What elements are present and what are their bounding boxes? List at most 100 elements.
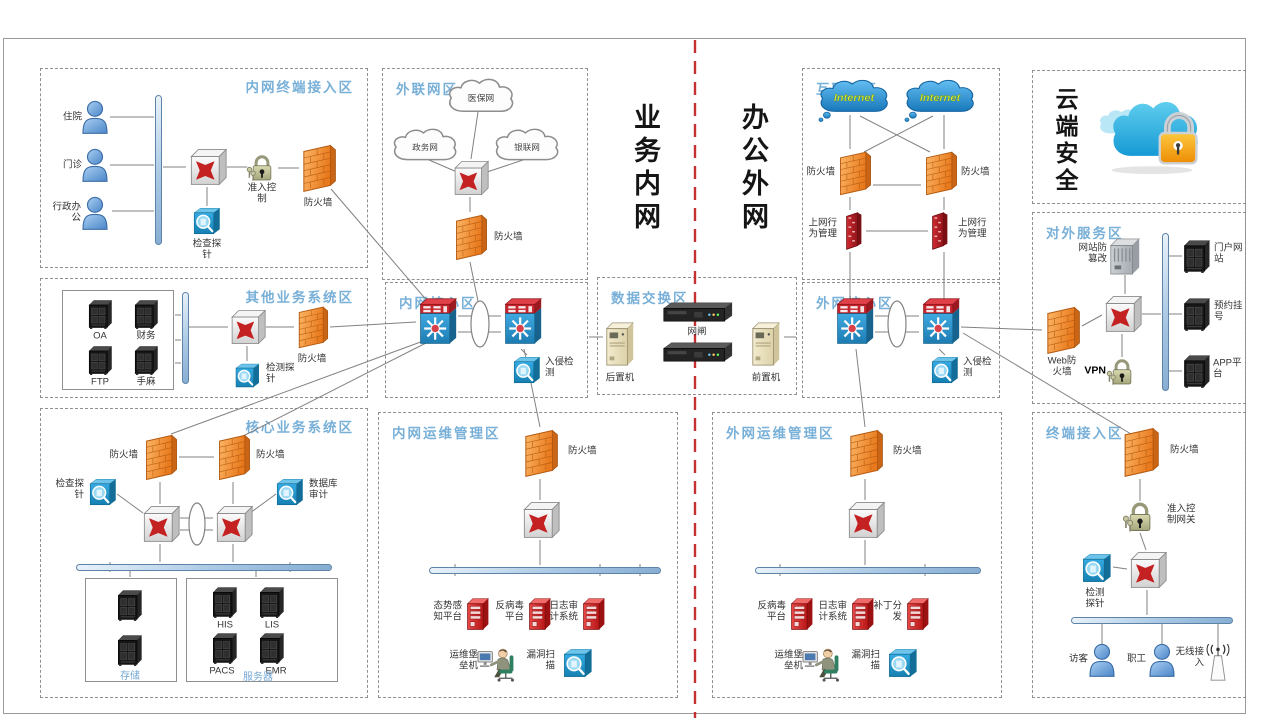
internet-cloud-1-icon: Internet bbox=[815, 78, 893, 122]
z11-bastion-host-label: 运维堡垒机 bbox=[449, 649, 478, 672]
z6-firewall-label: 防火墙 bbox=[297, 353, 327, 365]
vpn-lock-icon bbox=[1105, 357, 1139, 387]
z1-nac-lock-label: 准入控制 bbox=[247, 182, 277, 205]
network-gap-device-1-label: 网闸 bbox=[687, 326, 707, 338]
z12-antivirus-platform-label: 反病毒平台 bbox=[757, 600, 786, 623]
staff-user-label: 职工 bbox=[1126, 653, 1146, 665]
ftp-server-icon bbox=[87, 345, 114, 375]
z7-ids-probe-icon bbox=[512, 355, 542, 385]
z11-firewall-label: 防火墙 bbox=[568, 445, 597, 457]
z3-firewall-1-label: 防火墙 bbox=[806, 166, 835, 178]
z3-firewall-1-icon bbox=[835, 149, 873, 197]
zone-title-external-service-zone: 对外服务区 bbox=[1046, 226, 1124, 241]
lis-server-label: LIS bbox=[264, 619, 280, 631]
z3-firewall-2-icon bbox=[921, 149, 959, 197]
z13-firewall-icon bbox=[1119, 425, 1161, 479]
situation-awareness-platform-icon bbox=[465, 596, 491, 632]
z6-detect-probe-icon bbox=[234, 362, 261, 389]
gov-network-cloud-icon: 政务网 bbox=[389, 127, 461, 167]
z9-ids-probe-icon bbox=[930, 355, 960, 385]
outpatient-user-icon bbox=[80, 148, 110, 182]
z6-firewall-icon bbox=[294, 304, 330, 350]
zone-data-exchange: 数据交换区 bbox=[597, 277, 797, 395]
network-gap-device-2-icon bbox=[660, 341, 734, 363]
z1-access-bus-icon bbox=[154, 95, 162, 245]
box-label-storage-box: 存储 bbox=[120, 671, 140, 682]
z12-bus-icon bbox=[755, 566, 981, 574]
db-audit-probe-label: 数据库审计 bbox=[309, 478, 338, 501]
portal-website-server-icon bbox=[1182, 239, 1212, 273]
z6-detect-probe-label: 检测探针 bbox=[266, 362, 295, 385]
zone-intranet-terminal-access: 内网终端接入区 bbox=[40, 68, 368, 268]
svg-text:银联网: 银联网 bbox=[514, 142, 540, 152]
app-platform-server-label: APP平台 bbox=[1213, 357, 1242, 380]
zone-terminal-access: 终端接入区 bbox=[1032, 412, 1246, 698]
storage-server-2-icon bbox=[116, 634, 144, 666]
z12-switch-icon bbox=[845, 500, 885, 540]
patch-distribution-label: 补丁分发 bbox=[873, 600, 902, 623]
z5-bus-icon bbox=[1161, 233, 1169, 391]
wireless-access-antenna-icon bbox=[1204, 644, 1232, 682]
z11-bastion-host-icon bbox=[477, 643, 523, 683]
z10-firewall-1-icon bbox=[141, 432, 179, 482]
situation-awareness-platform-label: 态势感知平台 bbox=[433, 600, 462, 623]
z10-switch-1-icon bbox=[140, 504, 180, 544]
oa-server-icon bbox=[87, 299, 114, 329]
z3-firewall-2-label: 防火墙 bbox=[961, 166, 990, 178]
z11-antivirus-platform-label: 反病毒平台 bbox=[495, 600, 524, 623]
visitor-user-icon bbox=[1087, 643, 1117, 677]
anesthesia-server-label: 手麻 bbox=[136, 376, 156, 388]
z13-firewall-label: 防火墙 bbox=[1170, 444, 1199, 456]
db-audit-probe-icon bbox=[275, 477, 305, 507]
z13-nac-gateway-lock-icon bbox=[1121, 500, 1159, 534]
anti-tamper-server-icon bbox=[1107, 237, 1143, 275]
net-behavior-mgmt-1-label: 上网行为管理 bbox=[808, 217, 837, 240]
z11-log-audit-system-label: 日志审计系统 bbox=[549, 600, 578, 623]
z10-bus-icon bbox=[76, 563, 332, 571]
svg-text:政务网: 政务网 bbox=[412, 142, 438, 152]
appointment-server-label: 预约挂号 bbox=[1214, 300, 1243, 323]
emr-server-label: EMR bbox=[265, 665, 287, 677]
z1-check-probe-icon bbox=[192, 206, 222, 236]
z7-ids-probe-label: 入侵检测 bbox=[545, 356, 574, 379]
patch-distribution-icon bbox=[905, 596, 931, 632]
zone-title-external-link-network: 外联网区 bbox=[396, 82, 458, 97]
zone-title-core-business-systems: 核心业务系统区 bbox=[245, 420, 354, 435]
z12-log-audit-system-icon bbox=[850, 596, 876, 632]
zone-other-business-systems: 其他业务系统区 bbox=[40, 278, 368, 398]
zone-title-intranet-ops-mgmt: 内网运维管理区 bbox=[392, 426, 501, 441]
wireless-access-antenna-label: 无线接入 bbox=[1175, 646, 1204, 669]
z12-vuln-scan-icon bbox=[887, 647, 919, 679]
inpatient-user-label: 住院 bbox=[62, 111, 82, 123]
z10-firewall-1-label: 防火墙 bbox=[109, 449, 138, 461]
emr-server-icon bbox=[258, 632, 286, 664]
web-firewall-label: Web防火墙 bbox=[1047, 355, 1077, 378]
inpatient-user-icon bbox=[80, 100, 110, 134]
z13-detect-probe-icon bbox=[1081, 552, 1113, 584]
z11-vuln-scan-icon bbox=[562, 647, 594, 679]
z2-switch-icon bbox=[451, 159, 489, 197]
zone-title-extranet-ops-mgmt: 外网运维管理区 bbox=[726, 426, 835, 441]
net-behavior-mgmt-2-icon bbox=[928, 210, 952, 252]
z11-switch-icon bbox=[520, 500, 560, 540]
z12-bastion-host-label: 运维堡垒机 bbox=[774, 649, 803, 672]
z2-firewall-label: 防火墙 bbox=[494, 231, 523, 243]
admin-office-user-icon bbox=[80, 196, 110, 230]
unionpay-cloud-icon: 银联网 bbox=[491, 127, 563, 167]
ftp-server-label: FTP bbox=[91, 376, 109, 388]
z7-core-switch-2-icon bbox=[501, 295, 543, 349]
oa-server-label: OA bbox=[93, 330, 107, 342]
office-extranet-label: 办公外网 bbox=[738, 103, 768, 235]
z10-check-probe-icon bbox=[88, 477, 118, 507]
his-server-label: HIS bbox=[217, 619, 233, 631]
app-platform-server-icon bbox=[1182, 354, 1212, 388]
z13-switch-icon bbox=[1127, 550, 1167, 590]
z6-bus-icon bbox=[181, 292, 189, 384]
net-behavior-mgmt-1-icon bbox=[842, 210, 866, 252]
box-storage-box bbox=[85, 578, 177, 682]
net-behavior-mgmt-2-label: 上网行为管理 bbox=[958, 217, 987, 240]
pacs-server-icon bbox=[211, 632, 239, 664]
backend-machine-label: 后置机 bbox=[605, 372, 635, 384]
